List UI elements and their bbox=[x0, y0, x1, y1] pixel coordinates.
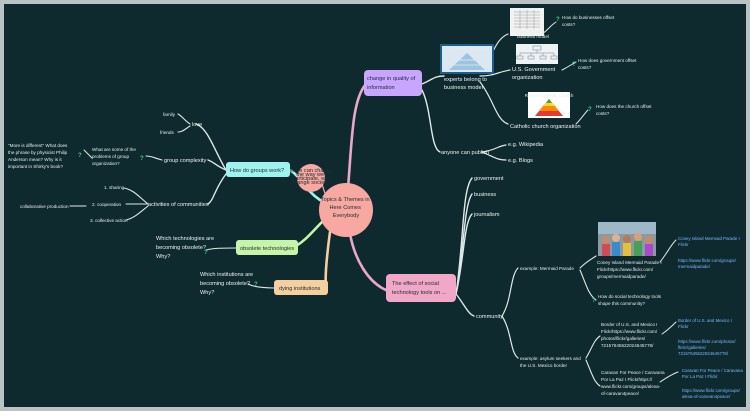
question-mark-icon: ? bbox=[592, 298, 596, 304]
asylum-seekers-example: example: asylum seekers and the U.S. Mex… bbox=[520, 356, 582, 368]
central-topic-title: Topics & Themes in Here Comes Everybody bbox=[321, 197, 371, 219]
topic-obsolete-technologies-label: obsolete technologies bbox=[240, 246, 294, 252]
border-link-title[interactable]: Border of U.S. and Mexico I Flickr bbox=[678, 318, 733, 329]
love-label: love bbox=[192, 122, 202, 128]
caravan-link-url[interactable]: https://www.flickr.com/groups/ alexa-of-… bbox=[682, 388, 741, 399]
central-note-bubble bbox=[297, 164, 325, 192]
mermaid-parade-example: example: Mermaid Parade bbox=[520, 266, 574, 271]
question-mark-icon: ? bbox=[572, 62, 576, 68]
topic-how-do-groups-work[interactable]: How do groups work? bbox=[226, 162, 290, 177]
family-label: family bbox=[163, 112, 176, 117]
more-is-different-question: "More is different" What does the phrase… bbox=[8, 143, 69, 169]
mermaid-parade-link-url[interactable]: https://www.flickr.com/groups/ mermaidpa… bbox=[678, 258, 737, 269]
mermaid-parade-link-title[interactable]: Coney Island Mermaid Parade I Flickr bbox=[678, 236, 741, 247]
topic-change-in-quality[interactable]: change in quality of information bbox=[364, 70, 422, 96]
activities-of-communities-label: activities of communities bbox=[148, 202, 209, 208]
business-model-caption: Instance of business model bbox=[517, 30, 549, 39]
topic-social-technology-label: The effect of social technology tools on… bbox=[392, 281, 447, 296]
central-note[interactable]: "More can change the way we participate,… bbox=[288, 164, 335, 192]
topic-dying-institutions-box bbox=[274, 280, 328, 295]
topic-obsolete-technologies-box bbox=[236, 240, 298, 255]
caravan-link-title[interactable]: Caravan For Peace / Caravana Por La Paz … bbox=[682, 368, 744, 379]
caravan-caption: Caravan For Peace / Caravana Por La Paz … bbox=[601, 370, 666, 396]
business-offset-question: How do businesses offset costs? bbox=[562, 15, 616, 27]
anyone-can-publish-label: anyone can publish bbox=[441, 150, 489, 156]
pyramid-of-expertise-image: Pyramid of Expertise bbox=[440, 44, 494, 74]
collective-action-label: 3. collective action bbox=[90, 218, 128, 223]
topic-dying-institutions-label: dying institutions bbox=[279, 286, 321, 292]
question-mark-icon: ? bbox=[204, 250, 208, 256]
svg-text:Roman Catholic Church: Roman Catholic Church bbox=[525, 93, 574, 98]
obsolete-technologies-question: Which technologies are becoming obsolete… bbox=[156, 236, 216, 260]
question-mark-icon: ? bbox=[556, 17, 560, 23]
mermaid-parade-photo bbox=[598, 222, 656, 256]
journalism-item: journalism bbox=[473, 212, 500, 218]
church-organization-label: Catholic church organization bbox=[510, 124, 581, 130]
mermaid-parade-question: How do social technology tools shape thi… bbox=[598, 294, 662, 306]
topic-social-technology[interactable]: The effect of social technology tools on… bbox=[386, 274, 456, 302]
central-topic-bubble bbox=[319, 183, 373, 237]
topic-how-do-groups-work-box bbox=[226, 162, 290, 177]
topic-change-in-quality-box bbox=[364, 70, 422, 96]
topic-change-in-quality-label: change in quality of information bbox=[367, 76, 417, 91]
central-topic[interactable]: Topics & Themes in Here Comes Everybody bbox=[319, 183, 373, 237]
community-item: community bbox=[476, 314, 503, 320]
group-organization-question: What are some of the problems of group o… bbox=[92, 147, 137, 166]
question-mark-icon: ? bbox=[254, 282, 258, 288]
topic-how-do-groups-work-label: How do groups work? bbox=[230, 168, 284, 174]
government-item: government bbox=[474, 176, 504, 182]
topic-social-technology-box bbox=[386, 274, 456, 302]
business-model-image bbox=[510, 8, 544, 36]
church-offset-question: How does the church offset costs? bbox=[596, 104, 653, 116]
central-note-text: "More can change the way we participate,… bbox=[288, 168, 335, 186]
question-mark-icon: ? bbox=[140, 156, 144, 162]
cooperation-label: 2. cooperation bbox=[92, 202, 122, 207]
blogs-example: e.g. Blogs bbox=[508, 158, 533, 164]
collaborative-production-label: collaborative production bbox=[20, 204, 69, 209]
government-offset-question: How does government offset costs? bbox=[578, 58, 638, 70]
question-mark-icon: ? bbox=[78, 153, 82, 159]
sharing-label: 1. sharing bbox=[104, 185, 125, 190]
border-caption: Border of U.S. and Mexico I Flickrhttps:… bbox=[601, 322, 659, 348]
friends-label: friends bbox=[160, 130, 174, 135]
government-organization-image bbox=[516, 44, 558, 64]
question-mark-icon: ? bbox=[588, 107, 592, 113]
dying-institutions-question: Which institutions are becoming obsolete… bbox=[200, 272, 255, 296]
business-item: business bbox=[474, 192, 496, 198]
svg-text:Pyramid of Expertise: Pyramid of Expertise bbox=[446, 46, 489, 51]
topic-obsolete-technologies[interactable]: obsolete technologies bbox=[236, 240, 298, 255]
wikipedia-example: e.g. Wikipedia bbox=[508, 142, 544, 148]
topic-dying-institutions[interactable]: dying institutions bbox=[274, 280, 328, 295]
group-complexity-label: group complexity bbox=[164, 158, 206, 164]
mermaid-parade-caption: Coney Island Mermaid Parade I Flickrhttp… bbox=[597, 260, 663, 279]
experts-belong-label: experts belong to business model bbox=[444, 77, 488, 91]
church-pyramid-image: Roman Catholic Church bbox=[525, 92, 574, 118]
government-organization-label: U.S. Government organization bbox=[512, 67, 557, 81]
border-link-url[interactable]: https://www.flickr.com/photos/ flickr/ga… bbox=[678, 339, 737, 356]
